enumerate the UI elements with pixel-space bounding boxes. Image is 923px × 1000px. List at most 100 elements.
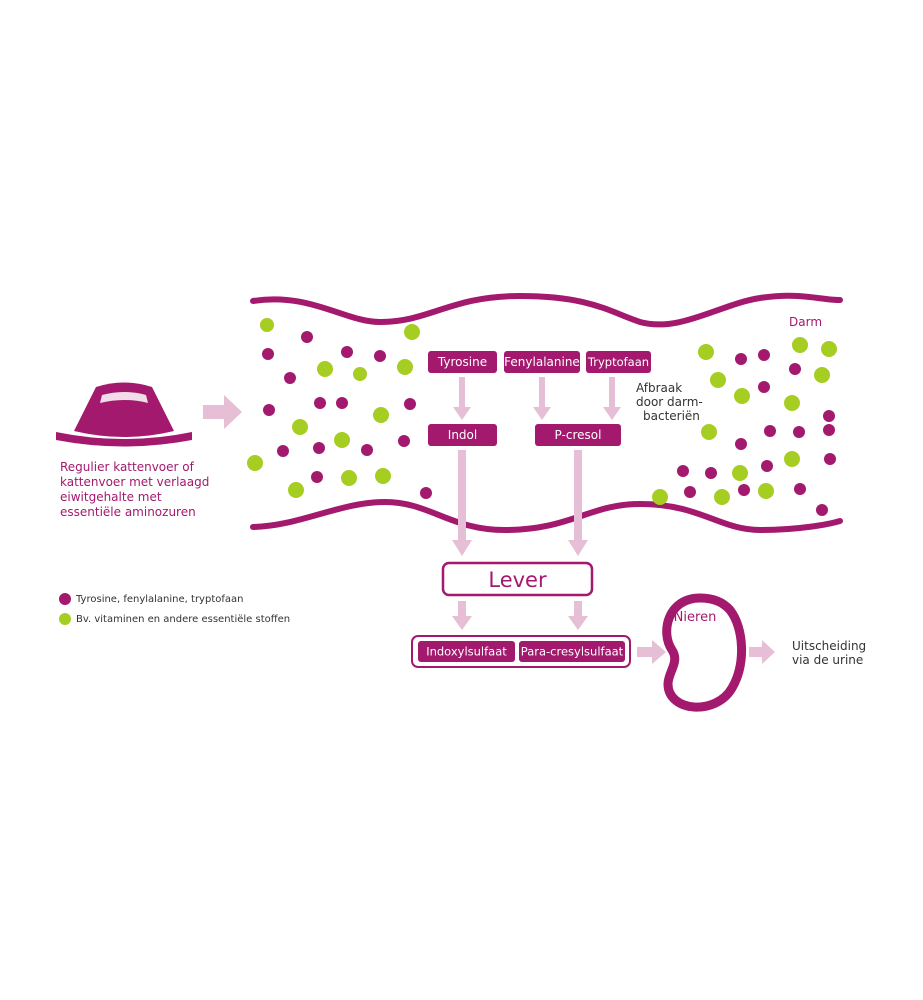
arrow-kidney-to-excretion [749,640,775,664]
arrow-fenylalanine-to-pcresol [533,377,551,420]
essential-nutrient-dot [792,337,808,353]
lever-box: Lever [441,561,594,597]
arrow-pcresol-to-lever [568,450,588,556]
afbraak-line-3: bacteriën [643,409,700,423]
amino-acid-dot [341,346,353,358]
essential-nutrient-dot [334,432,350,448]
essential-nutrient-dot [821,341,837,357]
essential-nutrient-dot [404,324,420,340]
amino-acid-dot [705,467,717,479]
amino-acid-dot [789,363,801,375]
amino-acid-dot [735,438,747,450]
essential-nutrient-dot [247,455,263,471]
intermediate-box-indol: Indol [428,424,497,446]
legend: Tyrosine, fenylalanine, tryptofaan Bv. v… [59,593,290,625]
essential-nutrient-dot [784,395,800,411]
excretion-line-1: Uitscheiding [792,639,866,653]
amino-acid-dot [420,487,432,499]
amino-acid-dot [314,397,326,409]
amino-acid-dot [361,444,373,456]
amino-acid-dot [758,381,770,393]
arrow-food-to-intestine [203,395,242,429]
essential-nutrient-dot [758,483,774,499]
kidney-icon [662,593,746,712]
amino-acid-dot [824,453,836,465]
lever-label: Lever [488,568,547,592]
amino-acid-dot [311,471,323,483]
food-caption-line-1: Regulier kattenvoer of [60,460,195,474]
amino-acid-dot [794,483,806,495]
amino-acid-dot [301,331,313,343]
arrow-indol-to-lever [452,450,472,556]
amino-acid-dot [793,426,805,438]
essential-nutrient-dot [732,465,748,481]
amino-acid-dot [404,398,416,410]
essential-nutrient-dot [698,344,714,360]
toxin-label-paracresylsulfaat: Para-cresylsulfaat [521,645,624,659]
essential-nutrient-dot [710,372,726,388]
amino-acid-dot [816,504,828,516]
essential-nutrient-dot [652,489,668,505]
food-caption-line-2: kattenvoer met verlaagd [60,475,209,489]
intestine-top-wall [250,292,843,328]
amino-acid-dot [758,349,770,361]
essential-nutrient-dot [701,424,717,440]
amino-acid-dot [398,435,410,447]
food-caption-line-3: eiwitgehalte met [60,490,162,504]
legend-label-essential: Bv. vitaminen en andere essentiële stoff… [76,614,290,625]
afbraak-line-2: door darm- [636,395,703,409]
amino-acid-dot [761,460,773,472]
essential-nutrient-dot [714,489,730,505]
food-caption-line-4: essentiële aminozuren [60,505,196,519]
arrow-tyrosine-to-indol [453,377,471,420]
essential-nutrient-dot [814,367,830,383]
arrow-toxins-to-kidney [637,640,666,664]
amino-acid-dot [735,353,747,365]
amino-acid-dot [823,410,835,422]
essential-nutrient-dot [288,482,304,498]
amino-acid-dot [374,350,386,362]
amino-label-tryptofaan: Tryptofaan [587,355,649,369]
essential-nutrient-dot [375,468,391,484]
legend-swatch-amino [59,593,71,605]
toxin-box-paracresylsulfaat: Para-cresylsulfaat [519,641,625,662]
amino-acid-dot [313,442,325,454]
essential-nutrient-dot [317,361,333,377]
essential-nutrient-dot [353,367,367,381]
legend-label-amino: Tyrosine, fenylalanine, tryptofaan [75,594,243,605]
amino-acid-dot [262,348,274,360]
cat-food-bowl-icon [56,382,192,447]
amino-acid-dot [684,486,696,498]
amino-acid-dot [277,445,289,457]
essential-nutrient-dot [734,388,750,404]
amino-acid-dot [823,424,835,436]
afbraak-line-1: Afbraak [636,381,682,395]
legend-swatch-essential [59,613,71,625]
essential-nutrient-dot [341,470,357,486]
amino-acid-dot [336,397,348,409]
intermediate-box-pcresol: P-cresol [535,424,621,446]
nutrient-dots [247,318,837,516]
essential-nutrient-dot [397,359,413,375]
arrow-lever-to-paracresylsulfaat [568,601,588,630]
amino-acid-dot [738,484,750,496]
arrow-tryptofaan-to-pcresol [603,377,621,420]
toxin-box-indoxylsulfaat: Indoxylsulfaat [418,641,515,662]
amino-box-tryptofaan: Tryptofaan [586,351,651,373]
essential-nutrient-dot [784,451,800,467]
amino-box-fenylalanine: Fenylalanine [504,351,580,373]
intestine-bottom-wall [250,498,843,534]
toxin-label-indoxylsulfaat: Indoxylsulfaat [426,645,507,659]
amino-label-fenylalanine: Fenylalanine [504,355,580,369]
amino-label-tyrosine: Tyrosine [437,355,487,369]
amino-acid-dot [677,465,689,477]
intermediate-label-pcresol: P-cresol [555,428,602,442]
amino-box-tyrosine: Tyrosine [428,351,497,373]
nieren-label: Nieren [674,610,717,625]
essential-nutrient-dot [292,419,308,435]
essential-nutrient-dot [373,407,389,423]
amino-acid-dot [263,404,275,416]
darm-label: Darm [789,315,822,329]
